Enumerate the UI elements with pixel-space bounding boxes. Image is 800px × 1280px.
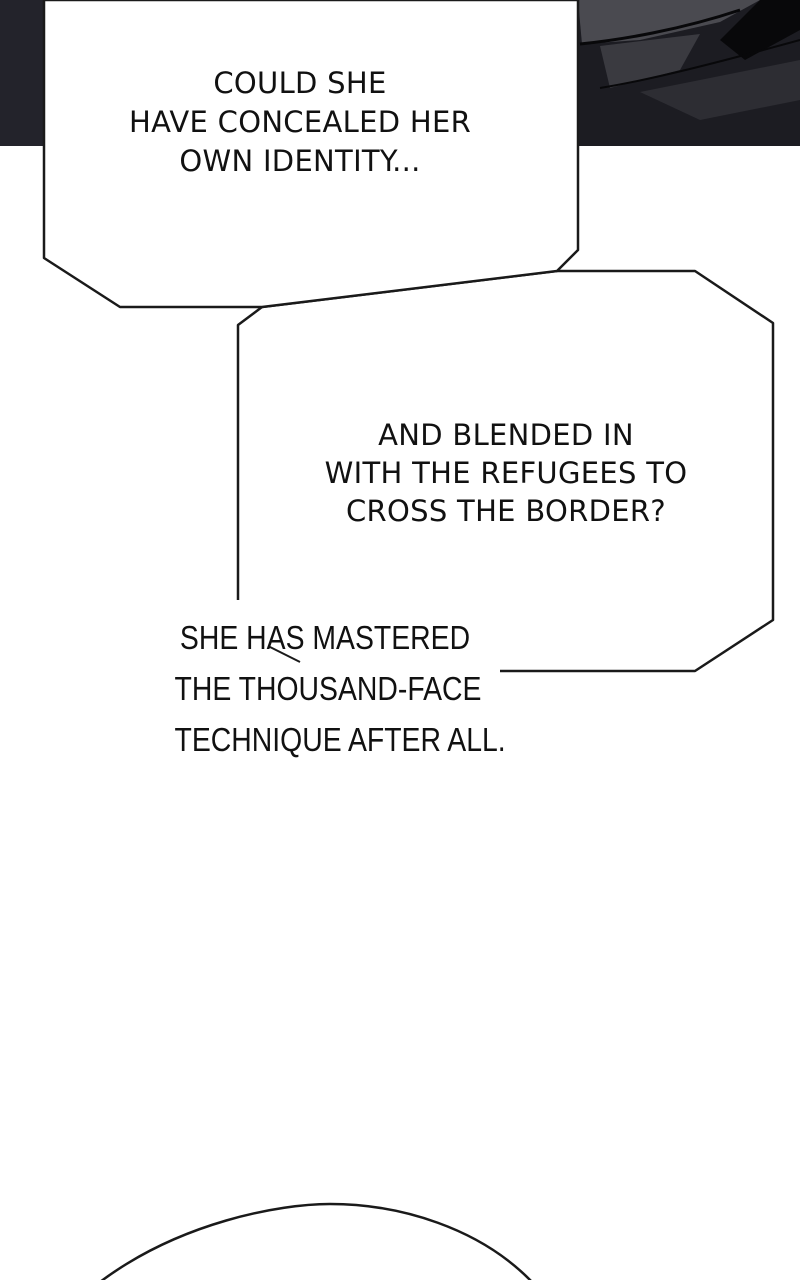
caption-line: SHE HAS MASTERED [179,619,471,656]
caption-box-upper [42,0,580,309]
caption-line: CROSS THE BORDER? [346,494,666,528]
caption-line: TECHNIQUE AFTER ALL. [174,721,506,758]
lettering-mask [160,600,500,760]
caption-refugees-border: AND BLENDED IN WITH THE REFUGEES TO CROS… [296,416,716,530]
caption-line: COULD SHE [213,66,387,100]
caption-line: WITH THE REFUGEES TO [324,456,688,490]
caption-concealed-identity: COULD SHE HAVE CONCEALED HER OWN IDENTIT… [110,64,490,181]
caption-line: AND BLENDED IN [378,418,634,452]
caption-line: THE THOUSAND-FACE [174,670,482,707]
speech-bubble-bottom [100,1202,532,1280]
lettering-pointer [267,645,301,663]
caption-thousand-face: SHE HAS MASTERED THE THOUSAND-FACE TECHN… [174,612,506,765]
caption-line: HAVE CONCEALED HER [128,105,472,139]
caption-line: OWN IDENTITY... [179,144,421,178]
